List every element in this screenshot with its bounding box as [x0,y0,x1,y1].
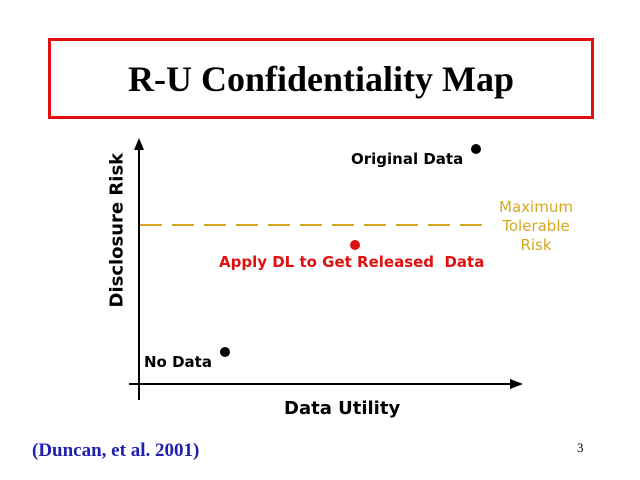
point-original-data [471,144,481,154]
label-released-data: Apply DL to Get Released Data [219,253,485,271]
threshold-label-line: Tolerable [502,217,570,235]
slide-title: R-U Confidentiality Map [128,58,514,99]
point-released-data [350,240,360,250]
citation: (Duncan, et al. 2001) [32,440,200,461]
threshold-label-line: Maximum [499,198,573,216]
x-axis-label: Data Utility [284,398,401,419]
y-axis-label: Disclosure Risk [106,152,128,308]
label-original-data: Original Data [351,150,464,168]
y-axis-arrow [134,138,144,150]
point-no-data [220,347,230,357]
x-axis-arrow [510,379,523,389]
threshold-label: Maximum Tolerable Risk [486,198,586,255]
page-number: 3 [577,440,584,455]
label-no-data: No Data [144,353,212,371]
threshold-label-line: Risk [520,236,552,254]
title-box: R-U Confidentiality Map [48,38,594,119]
